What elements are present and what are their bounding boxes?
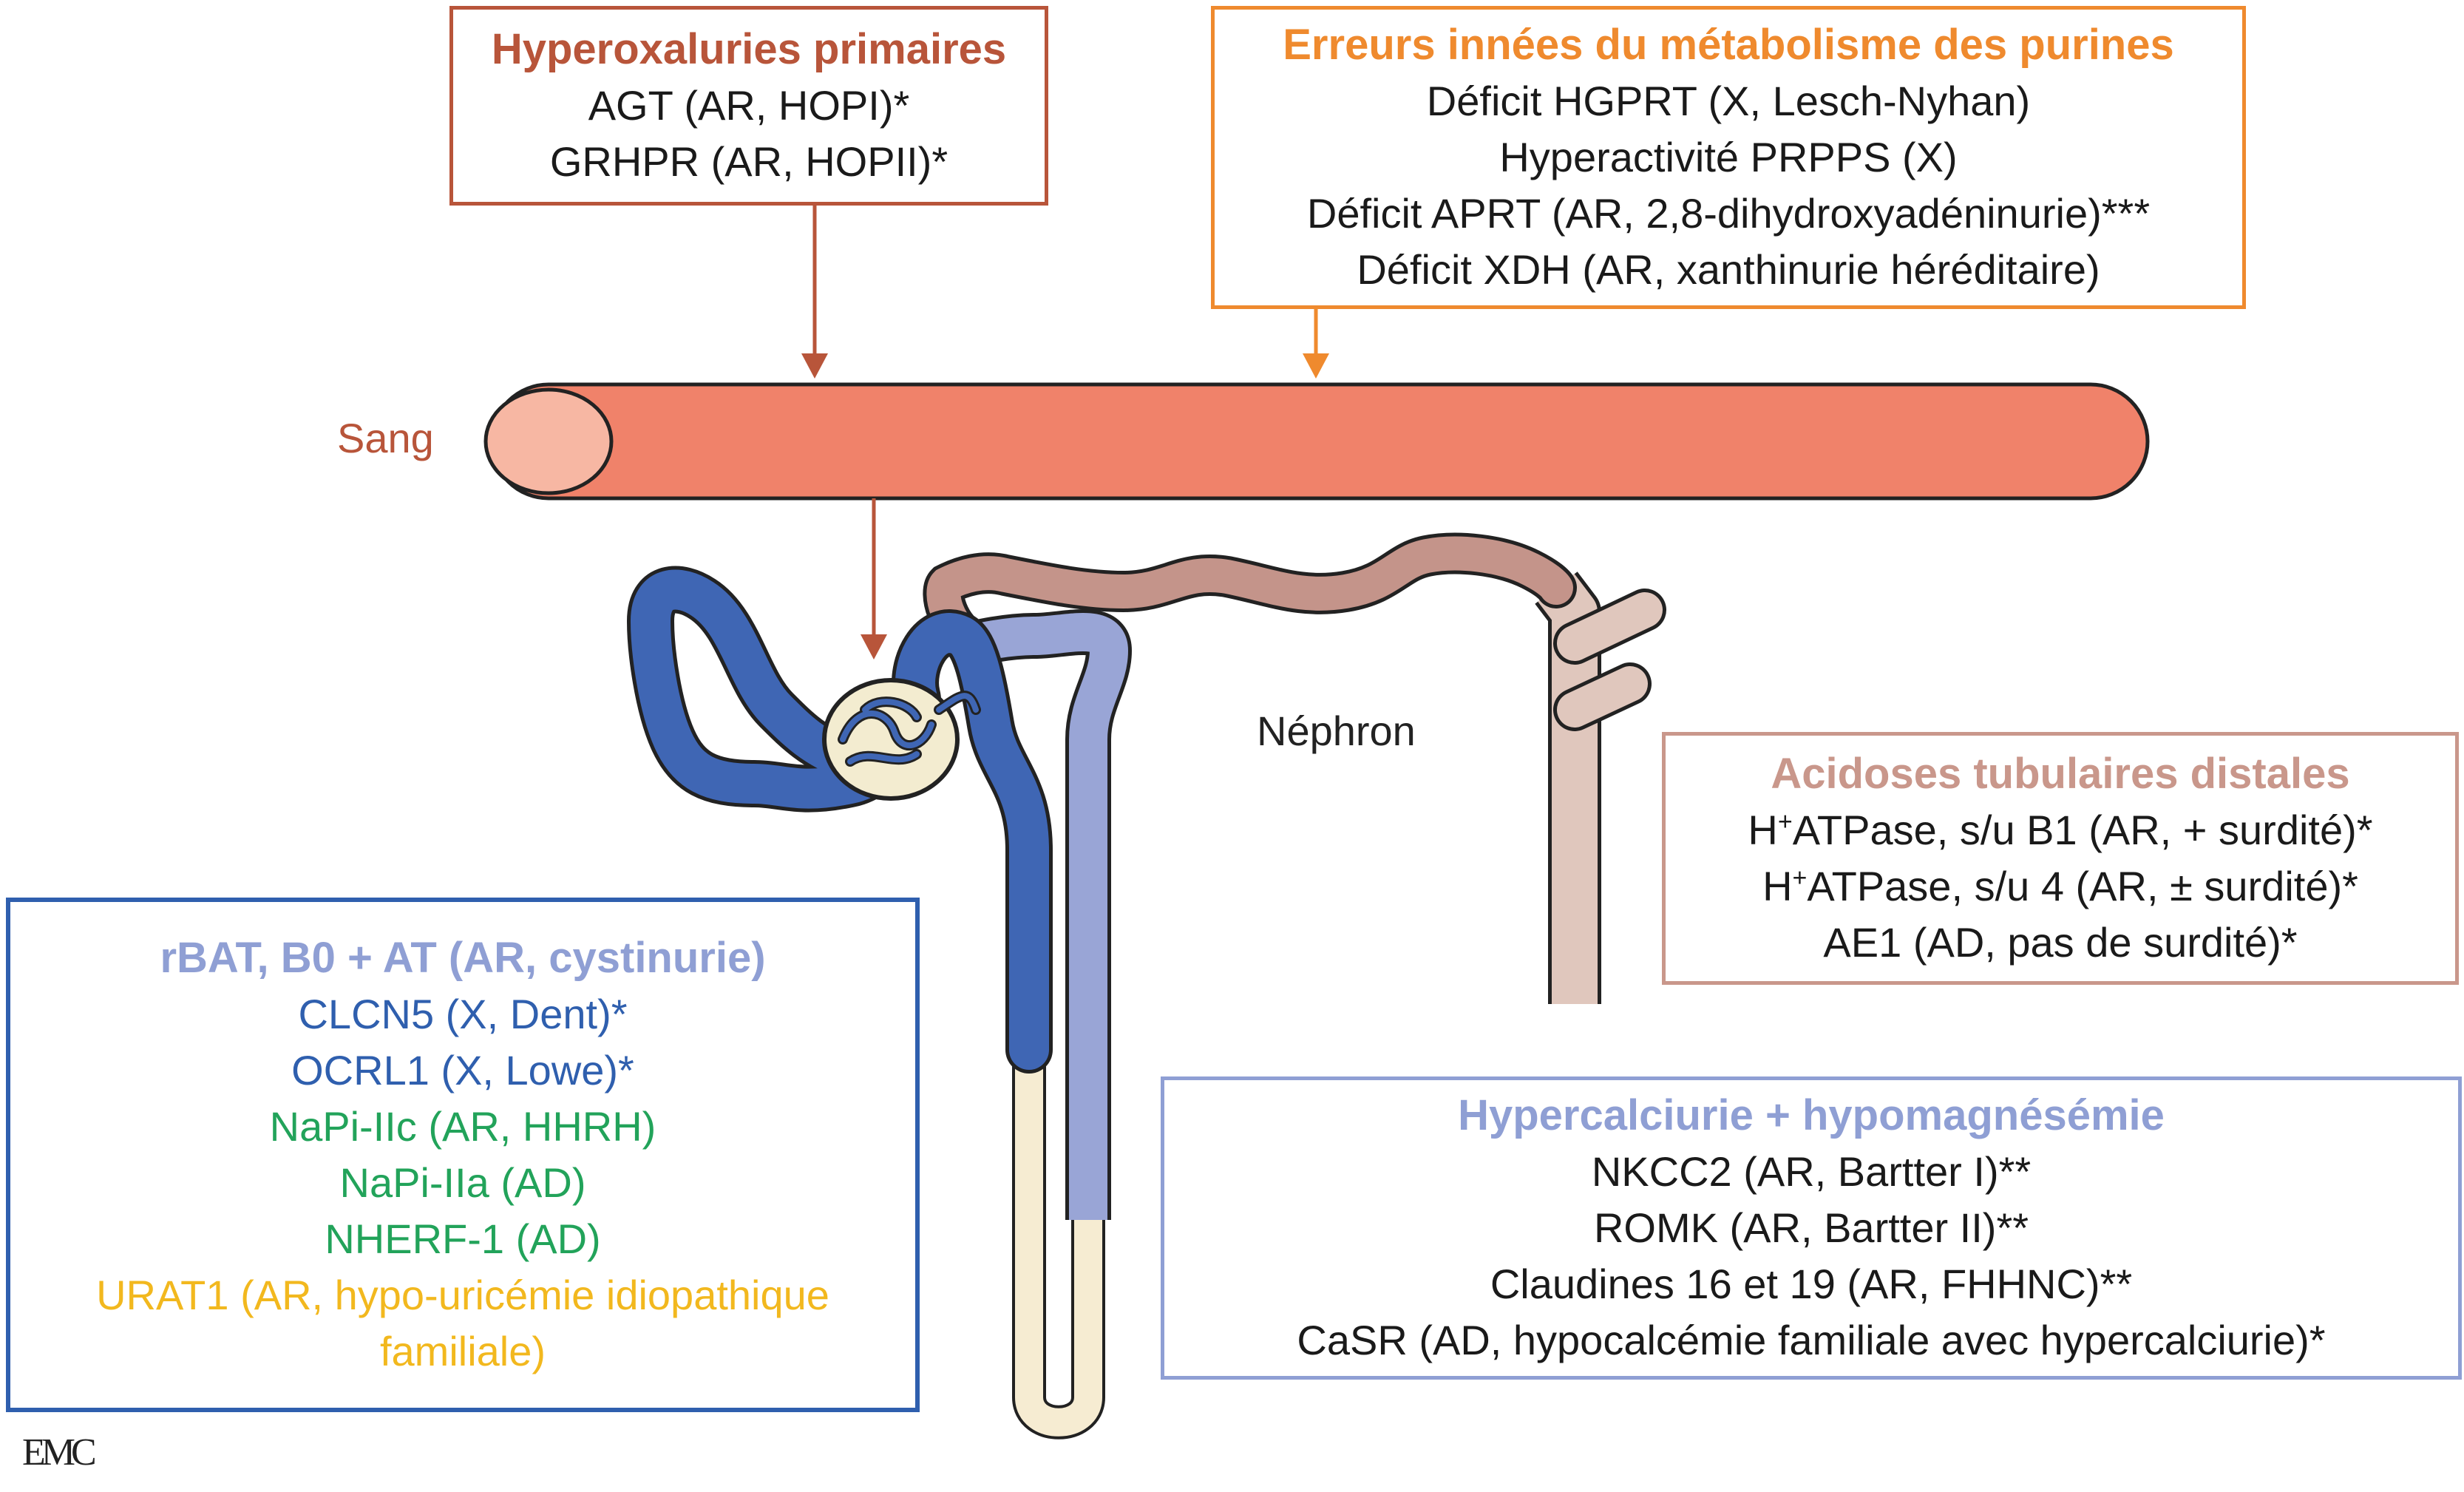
line-post: ATPase, s/u B1 (AR, + surdité)* bbox=[1792, 807, 2373, 853]
box-line: H+ATPase, s/u B1 (AR, + surdité)* bbox=[1666, 802, 2455, 858]
distal-tubule bbox=[970, 609, 1132, 1220]
box-line: ROMK (AR, Bartter II)** bbox=[1593, 1204, 2029, 1251]
bowman-capsule bbox=[822, 678, 960, 801]
box-line: Claudines 16 et 19 (AR, FHHNC)** bbox=[1490, 1261, 2133, 1307]
line-post: ATPase, s/u 4 (AR, ± surdité)* bbox=[1807, 863, 2358, 909]
blood-vessel bbox=[483, 382, 2150, 501]
box-purines: Erreurs innées du métabolisme des purine… bbox=[1211, 6, 2246, 309]
box-line: Déficit XDH (AR, xanthinurie héréditaire… bbox=[1357, 246, 2100, 293]
line-pre: H bbox=[1748, 807, 1778, 853]
box-line: Hyperactivité PRPPS (X) bbox=[1499, 134, 1958, 180]
box-hypercalciurie: Hypercalciurie + hypomagnésémie NKCC2 (A… bbox=[1161, 1076, 2462, 1380]
box-line: AGT (AR, HOPI)* bbox=[588, 82, 910, 129]
proximal-tubule bbox=[627, 566, 1053, 1074]
box-line: H+ATPase, s/u 4 (AR, ± surdité)* bbox=[1666, 858, 2455, 915]
collecting-duct bbox=[1535, 572, 1666, 1004]
line-sup: + bbox=[1792, 864, 1808, 892]
box-line: CaSR (AD, hypocalcémie familiale avec hy… bbox=[1297, 1317, 2326, 1363]
box-line: URAT1 (AR, hypo-uricémie idiopathique bbox=[96, 1272, 829, 1318]
box-line: GRHPR (AR, HOPII)* bbox=[549, 138, 948, 185]
box-line: NaPi-IIc (AR, HHRH) bbox=[269, 1103, 656, 1150]
box-line: NaPi-IIa (AD) bbox=[339, 1159, 586, 1206]
box-line: OCRL1 (X, Lowe)* bbox=[291, 1047, 634, 1093]
glomerulus bbox=[822, 678, 981, 801]
arrow-purines-to-blood bbox=[1303, 309, 1329, 379]
box-line: Déficit HGPRT (X, Lesch-Nyhan) bbox=[1426, 78, 2031, 124]
box-line: Déficit APRT (AR, 2,8-dihydroxyadéninuri… bbox=[1306, 190, 2151, 237]
blood-vessel-opening bbox=[483, 387, 614, 495]
box-proximal-tubulopathies: rBAT, B0 + AT (AR, cystinurie) CLCN5 (X,… bbox=[6, 898, 920, 1412]
henle-thin-limb bbox=[1012, 1050, 1105, 1440]
blood-vessel-body bbox=[489, 382, 2150, 501]
label-sang: Sang bbox=[337, 415, 434, 461]
box-line: AE1 (AD, pas de surdité)* bbox=[1823, 919, 2298, 966]
box-title: Hypercalciurie + hypomagnésémie bbox=[1458, 1091, 2165, 1139]
arrow-hyperox-to-blood bbox=[801, 206, 828, 379]
line-pre: H bbox=[1762, 863, 1793, 909]
box-title: Acidoses tubulaires distales bbox=[1771, 750, 2350, 798]
label-nephron: Néphron bbox=[1257, 708, 1416, 754]
box-line: familiale) bbox=[379, 1328, 546, 1374]
box-hyperoxaluries: Hyperoxaluries primaires AGT (AR, HOPI)*… bbox=[449, 6, 1048, 206]
box-title: Hyperoxaluries primaires bbox=[491, 25, 1007, 73]
box-acidoses: Acidoses tubulaires distales H+ATPase, s… bbox=[1662, 732, 2459, 985]
connecting-tubule bbox=[923, 532, 1577, 664]
box-line: NKCC2 (AR, Bartter I)** bbox=[1591, 1148, 2032, 1195]
box-line: CLCN5 (X, Dent)* bbox=[298, 991, 628, 1037]
box-title: Erreurs innées du métabolisme des purine… bbox=[1283, 21, 2174, 69]
line-sup: + bbox=[1777, 807, 1793, 836]
box-line: NHERF-1 (AD) bbox=[325, 1215, 601, 1262]
box-title: rBAT, B0 + AT (AR, cystinurie) bbox=[160, 934, 766, 982]
arrow-blood-to-glomerulus bbox=[861, 498, 887, 659]
emc-logo: EMC bbox=[22, 1431, 97, 1474]
